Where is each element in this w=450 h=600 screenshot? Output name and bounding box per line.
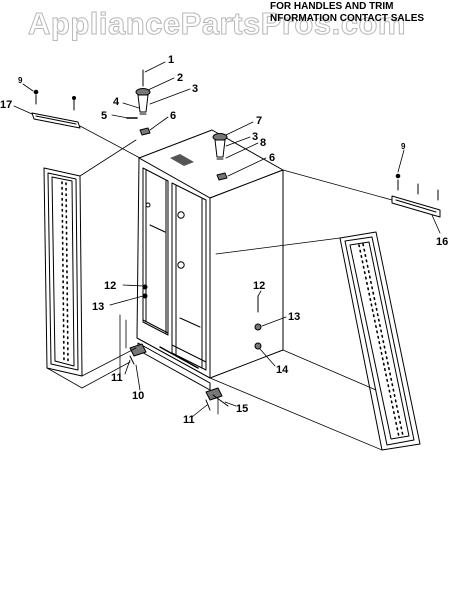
right-door-top-trim	[391, 173, 441, 218]
note-line-1: FOR HANDLES AND TRIM	[270, 1, 394, 12]
callout-17: 17	[0, 99, 12, 111]
left-freezer-door	[43, 167, 83, 377]
callout-11a: 11	[111, 372, 123, 384]
callout-12b: 12	[253, 280, 265, 292]
right-lower-hinge-parts	[254, 295, 262, 350]
callout-2: 2	[177, 72, 183, 84]
callout-6a: 6	[170, 110, 176, 122]
right-fresh-food-door	[339, 231, 421, 451]
leader-lines	[13, 61, 441, 451]
callout-13b: 13	[288, 311, 300, 323]
callout-9a: 9	[18, 76, 23, 85]
callout-14: 14	[276, 364, 289, 376]
callout-5: 5	[101, 110, 107, 122]
left-top-hinge-assembly	[126, 69, 151, 136]
callout-13a: 13	[92, 301, 104, 313]
callout-4: 4	[113, 96, 120, 108]
callout-1: 1	[168, 54, 174, 66]
callout-8: 8	[260, 137, 266, 149]
callout-16: 16	[436, 236, 448, 248]
bottom-hinge-parts	[205, 387, 229, 411]
callout-7: 7	[256, 115, 262, 127]
left-door-top-trim	[31, 89, 81, 129]
callout-3b: 3	[252, 131, 258, 143]
watermark: AppliancePartsPros.com	[28, 6, 406, 42]
right-top-hinge-assembly	[212, 133, 228, 181]
callout-15: 15	[236, 403, 248, 415]
callout-9b: 9	[401, 142, 406, 151]
note-line-2: NFORMATION CONTACT SALES	[270, 13, 425, 24]
refrigerator-cabinet	[136, 129, 284, 391]
callout-10: 10	[132, 390, 144, 402]
callout-labels: 1 2 3 4 5 6 7 3 8 6 9 17 9 16 12 13 11 1…	[0, 54, 448, 426]
callout-11b: 11	[183, 414, 195, 426]
callout-3a: 3	[192, 83, 198, 95]
callout-6b: 6	[269, 152, 275, 164]
callout-12a: 12	[104, 280, 116, 292]
